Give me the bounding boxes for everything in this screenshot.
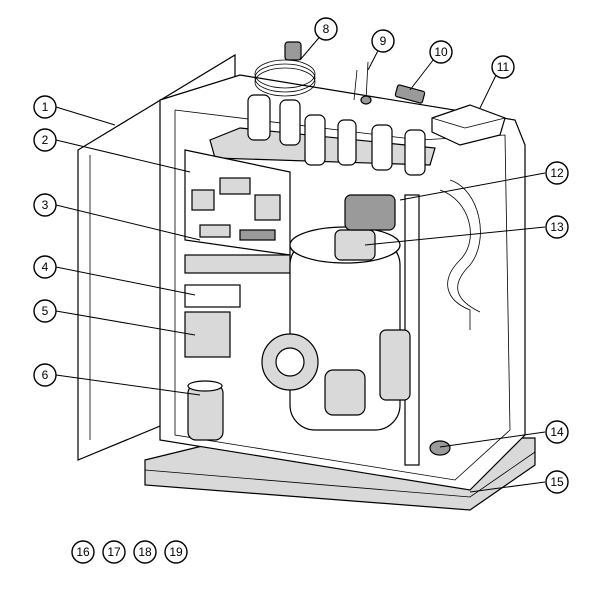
- callout-8-label: 8: [323, 22, 330, 36]
- callout-6-label: 6: [42, 368, 49, 382]
- callout-18-label: 18: [138, 545, 152, 559]
- callout-13-label: 13: [550, 220, 564, 234]
- drain-valve: [429, 440, 451, 456]
- callout-4-label: 4: [42, 260, 49, 274]
- callout-12: 12: [545, 161, 569, 185]
- filter-drier: [324, 369, 366, 416]
- control-board: [184, 149, 291, 256]
- callout-15: 15: [545, 470, 569, 494]
- callout-6: 6: [33, 363, 57, 387]
- callout-9-label: 9: [380, 34, 387, 48]
- top-valves: [247, 94, 426, 176]
- leader-lines: [55, 32, 546, 493]
- callout-10: 10: [429, 40, 453, 64]
- callout-19-label: 19: [169, 545, 183, 559]
- capacitor: [187, 380, 224, 441]
- right-pipework: [439, 189, 471, 330]
- callout-9: 9: [371, 29, 395, 53]
- relay-block: [184, 284, 241, 308]
- circulation-pump: [261, 333, 319, 391]
- terminal-row: [184, 254, 291, 274]
- callout-12-label: 12: [550, 166, 564, 180]
- callout-8: 8: [314, 17, 338, 41]
- callout-16-label: 16: [76, 545, 90, 559]
- callout-3: 3: [33, 193, 57, 217]
- callout-14: 14: [545, 420, 569, 444]
- callout-5-label: 5: [42, 304, 49, 318]
- callout-5: 5: [33, 299, 57, 323]
- callout-18: 18: [133, 540, 157, 564]
- callout-1: 1: [33, 95, 57, 119]
- flow-sensor: [379, 329, 411, 401]
- callout-19: 19: [164, 540, 188, 564]
- callout-15-label: 15: [550, 475, 564, 489]
- callout-2: 2: [33, 128, 57, 152]
- callout-17-label: 17: [107, 545, 121, 559]
- temperature-sensors: [353, 61, 372, 105]
- callout-10-label: 10: [434, 45, 448, 59]
- callout-11: 11: [491, 55, 515, 79]
- callout-1-label: 1: [42, 100, 49, 114]
- callout-11-label: 11: [497, 60, 510, 74]
- callout-3-label: 3: [42, 198, 49, 212]
- coiled-hose: [254, 41, 316, 97]
- vertical-pipe: [404, 194, 420, 466]
- expansion-valve: [344, 194, 396, 231]
- callout-16: 16: [71, 540, 95, 564]
- callout-14-label: 14: [550, 425, 564, 439]
- callout-4: 4: [33, 255, 57, 279]
- callout-13: 13: [545, 215, 569, 239]
- callout-17: 17: [102, 540, 126, 564]
- top-cover-box: [431, 104, 506, 146]
- unit-illustration: [77, 41, 536, 511]
- callout-2-label: 2: [42, 133, 49, 147]
